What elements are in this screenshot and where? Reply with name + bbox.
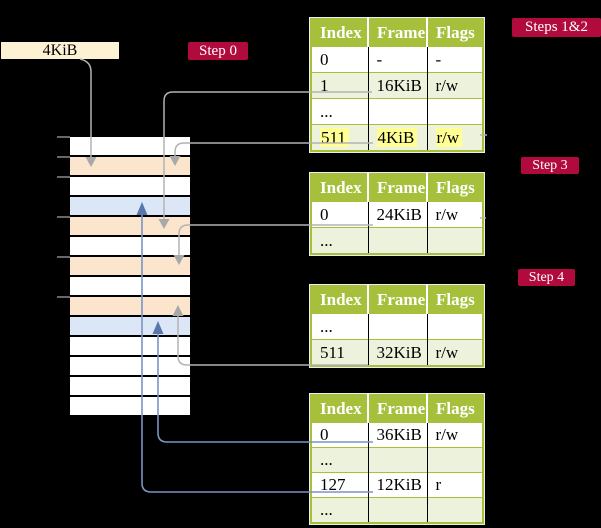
cell-flags	[426, 227, 483, 254]
badge-step-0: Step 0	[188, 42, 248, 60]
cell-index: ...	[311, 497, 368, 523]
page-table-level3: Index Frame Flags ... 511 32KiB r/w	[310, 285, 484, 367]
column-header-index: Index	[311, 174, 368, 202]
highlighted-value: 511	[320, 127, 349, 147]
memory-frame-row	[70, 355, 190, 375]
cell-index: 511	[311, 124, 368, 151]
cell-frame	[367, 227, 427, 254]
cell-frame	[367, 313, 427, 340]
table-row-recursive-entry: 511 4KiB r/w	[311, 124, 483, 151]
column-header-index: Index	[311, 286, 368, 314]
memory-frame-row	[70, 155, 190, 175]
cell-index: 511	[311, 339, 368, 366]
badge-step-3-label: Step 3	[532, 157, 568, 173]
cell-frame: 36KiB	[367, 422, 427, 448]
cell-frame	[367, 497, 427, 523]
memory-frame-row	[70, 235, 190, 255]
highlighted-value: 4KiB	[376, 127, 418, 147]
column-header-flags: Flags	[426, 395, 483, 423]
cell-index: 1	[311, 72, 368, 99]
cell-frame: 12KiB	[367, 472, 427, 498]
cell-frame: 24KiB	[367, 201, 427, 228]
column-header-index: Index	[311, 19, 368, 47]
column-header-frame: Frame	[367, 395, 427, 423]
cell-index: 0	[311, 201, 368, 228]
column-header-flags: Flags	[426, 19, 483, 47]
table-row: ...	[311, 497, 483, 523]
cell-flags: r/w	[426, 72, 483, 99]
cell-index: 0	[311, 46, 368, 73]
cell-flags	[426, 98, 483, 125]
cell-flags	[426, 313, 483, 340]
table-header-row: Index Frame Flags	[311, 395, 483, 423]
cell-flags	[426, 447, 483, 473]
badge-steps-1-2-label: Steps 1&2	[525, 19, 588, 35]
table-row: ...	[311, 313, 483, 340]
cell-frame: 32KiB	[367, 339, 427, 366]
page-size-box: 4KiB	[1, 42, 119, 59]
column-header-frame: Frame	[367, 19, 427, 47]
cell-flags: -	[426, 46, 483, 73]
table-row: 127 12KiB r	[311, 472, 483, 498]
memory-column	[70, 137, 190, 415]
badge-step-3: Step 3	[521, 157, 579, 174]
table-row: 0 24KiB r/w	[311, 201, 483, 228]
badge-step-4: Step 4	[518, 269, 575, 286]
cell-frame: -	[367, 46, 427, 73]
table-header-row: Index Frame Flags	[311, 19, 483, 47]
memory-frame-row	[70, 395, 190, 415]
cell-index: 127	[311, 472, 368, 498]
memory-frame-row	[70, 275, 190, 295]
page-size-label: 4KiB	[42, 41, 78, 59]
table-row: 1 16KiB r/w	[311, 72, 483, 99]
table-row: 0 - -	[311, 46, 483, 73]
column-header-index: Index	[311, 395, 368, 423]
cell-flags: r	[426, 472, 483, 498]
badge-step-4-label: Step 4	[528, 269, 565, 285]
cell-index: ...	[311, 313, 368, 340]
cell-frame: 16KiB	[367, 72, 427, 99]
memory-frame-row	[70, 215, 190, 235]
table-row: ...	[311, 227, 483, 254]
cell-flags: r/w	[426, 124, 483, 151]
cell-index: ...	[311, 98, 368, 125]
badge-step-0-label: Step 0	[199, 42, 237, 59]
cell-index: 0	[311, 422, 368, 448]
column-header-frame: Frame	[367, 174, 427, 202]
table-row: ...	[311, 447, 483, 473]
memory-frame-row	[70, 375, 190, 395]
memory-frame-row	[70, 315, 190, 335]
highlighted-value: r/w	[435, 127, 463, 147]
cell-index: ...	[311, 447, 368, 473]
memory-frame-row	[70, 175, 190, 195]
badge-steps-1-2: Steps 1&2	[512, 18, 601, 37]
memory-frame-row	[70, 195, 190, 215]
memory-frame-row	[70, 255, 190, 275]
memory-frame-row	[70, 137, 190, 155]
cell-index: ...	[311, 227, 368, 254]
column-header-flags: Flags	[426, 286, 483, 314]
cell-frame	[367, 98, 427, 125]
cell-flags: r/w	[426, 339, 483, 366]
page-table-root: Index Frame Flags 0 - - 1 16KiB r/w ... …	[310, 18, 484, 152]
cell-flags: r/w	[426, 201, 483, 228]
column-header-frame: Frame	[367, 286, 427, 314]
table-header-row: Index Frame Flags	[311, 286, 483, 314]
page-table-level4: Index Frame Flags 0 36KiB r/w ... 127 12…	[310, 394, 484, 524]
page-table-level2: Index Frame Flags 0 24KiB r/w ...	[310, 173, 484, 255]
column-header-flags: Flags	[426, 174, 483, 202]
cell-frame: 4KiB	[367, 124, 427, 151]
table-row: ...	[311, 98, 483, 125]
cell-flags	[426, 497, 483, 523]
table-header-row: Index Frame Flags	[311, 174, 483, 202]
table-row: 511 32KiB r/w	[311, 339, 483, 366]
memory-frame-row	[70, 295, 190, 315]
cell-frame	[367, 447, 427, 473]
table-row: 0 36KiB r/w	[311, 422, 483, 448]
cell-flags: r/w	[426, 422, 483, 448]
memory-frame-row	[70, 335, 190, 355]
address-tick-marks	[57, 136, 70, 298]
